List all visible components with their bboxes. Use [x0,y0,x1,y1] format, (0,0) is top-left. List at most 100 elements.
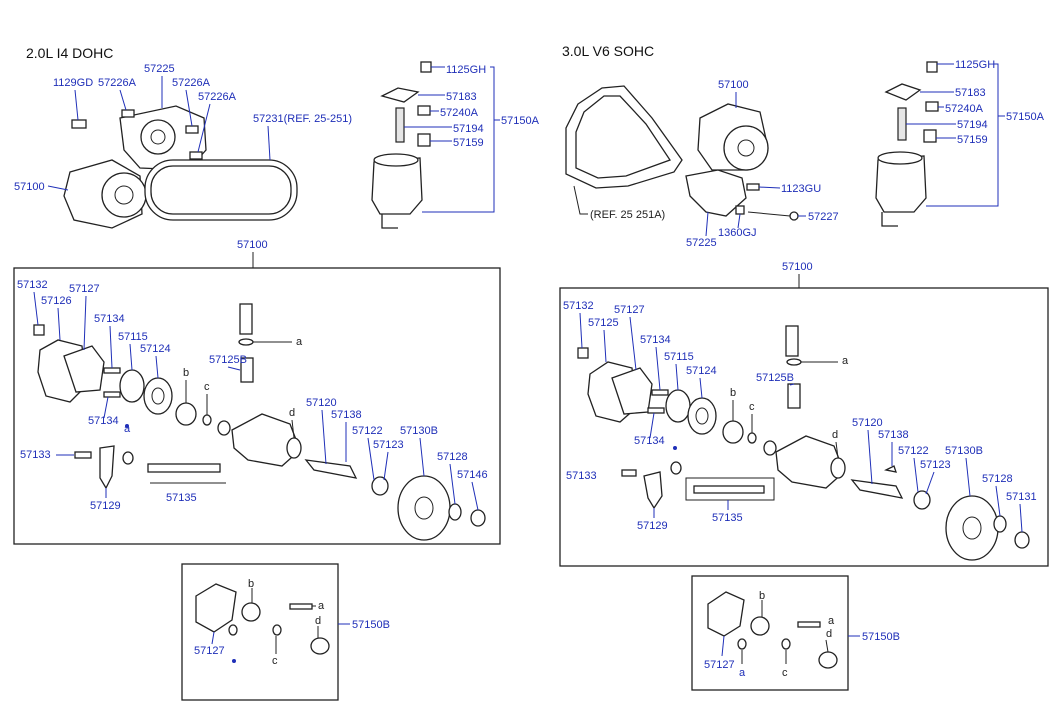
label-57240a: 57240A [440,107,479,119]
bracket-pulley [140,119,176,155]
kit-seal-d [310,637,330,655]
label-57115: 57115 [118,331,148,343]
label-57194: 57194 [453,123,484,135]
kit-label-57150b: 57150B [352,619,390,631]
label-57134-b: 57134 [634,435,665,447]
shaft-57120 [304,459,358,479]
right-exploded-leader-lines [579,312,1023,533]
left-exploded-view-box [13,267,501,545]
seal-d [830,457,846,479]
kit-o-ring-b [750,616,770,636]
label-57183: 57183 [955,87,986,99]
fitting-seal [786,358,802,366]
label-57128: 57128 [982,473,1013,485]
key-57138 [884,465,897,473]
label-57126: 57126 [41,295,72,307]
bracket-57129 [643,471,663,510]
small-seal [670,461,682,475]
kit-o-ring-small [228,624,238,636]
o-ring-b [175,402,197,426]
label-57225: 57225 [144,63,175,75]
valve-kit-57135 [147,463,221,473]
o-ring-c [747,432,757,444]
kit-label-c: c [272,655,278,667]
small-seal [122,451,134,465]
right-exploded-view-box [559,287,1049,567]
label-57100-pump: 57100 [718,79,749,91]
kit-label-d: d [826,628,832,640]
valve-kit-box-57135 [685,477,775,501]
pump-housing [231,413,301,467]
kit-label-d: d [315,615,321,627]
label-d: d [832,429,838,441]
label-57131: 57131 [1006,491,1037,503]
label-57150a: 57150A [501,115,540,127]
label-57120: 57120 [306,397,337,409]
label-57227: 57227 [808,211,839,223]
housing-seal [217,420,231,436]
label-1123gu: 1123GU [781,183,821,195]
label-57122: 57122 [898,445,929,457]
o-ring-b [722,420,744,444]
kit-seal-a [797,621,821,628]
kit-label-b: b [759,590,765,602]
nut-57131 [1014,531,1030,549]
seal-d [286,437,302,459]
label-1360gj: 1360GJ [718,227,757,239]
bolt-1129gd [71,119,87,129]
pin-57134-b [647,407,665,414]
bracket-57129 [99,445,115,490]
washer-57128 [993,515,1007,533]
label-b: b [730,387,736,399]
kit-seal-d [818,651,838,669]
pulley-57130b [397,475,451,541]
label-57130b: 57130B [400,425,438,437]
engine-label-left: 2.0L I4 DOHC [26,45,113,61]
fitting-57125b [239,303,253,335]
reservoir-cap-57183 [884,83,922,101]
nut-57146 [470,509,486,527]
kit-label-57127: 57127 [704,659,735,671]
fitting-seal [238,338,254,346]
label-57132: 57132 [17,279,48,291]
bolt-57132 [33,324,45,336]
label-57225: 57225 [686,237,717,249]
kit-o-ring-b [241,602,261,622]
label-57122: 57122 [352,425,383,437]
kit-label-a: a [318,600,325,612]
label-57138: 57138 [878,429,909,441]
cap-bolt-1125gh [926,61,938,73]
label-57150a: 57150A [1006,111,1045,123]
fitting-57125b [785,325,799,357]
label-57132: 57132 [563,300,594,312]
bolt-57226a-3 [189,151,203,160]
bolt-57227 [789,211,799,221]
label-57240a: 57240A [945,103,984,115]
right-pump-assembly-drawing [565,85,799,221]
o-ring-c [202,414,212,426]
label-57125: 57125 [588,317,619,329]
pin-57134-a [651,389,669,396]
seal-57159 [923,129,937,143]
kit-label-57127: 57127 [194,645,225,657]
label-c: c [204,381,210,393]
kit-label-b: b [248,578,254,590]
pulley-57130b [945,495,999,561]
reservoir-57150a [875,155,927,213]
kit-o-ring-c [781,638,791,650]
engine-label-right: 3.0L V6 SOHC [562,43,654,59]
pump-pulley [723,125,769,171]
label-c: c [749,401,755,413]
rotor-57124 [687,397,717,435]
label-57134-b: 57134 [88,415,119,427]
rotor-57124 [143,377,173,415]
reservoir-57150a [371,157,423,215]
label-a-callout: a [842,355,849,367]
filter-57194 [395,107,405,143]
reservoir-cap-57183 [380,87,420,103]
bolt-1123gu [746,183,760,191]
bolt-57132 [577,347,589,359]
filter-57194 [897,107,907,141]
label-57127: 57127 [614,304,645,316]
